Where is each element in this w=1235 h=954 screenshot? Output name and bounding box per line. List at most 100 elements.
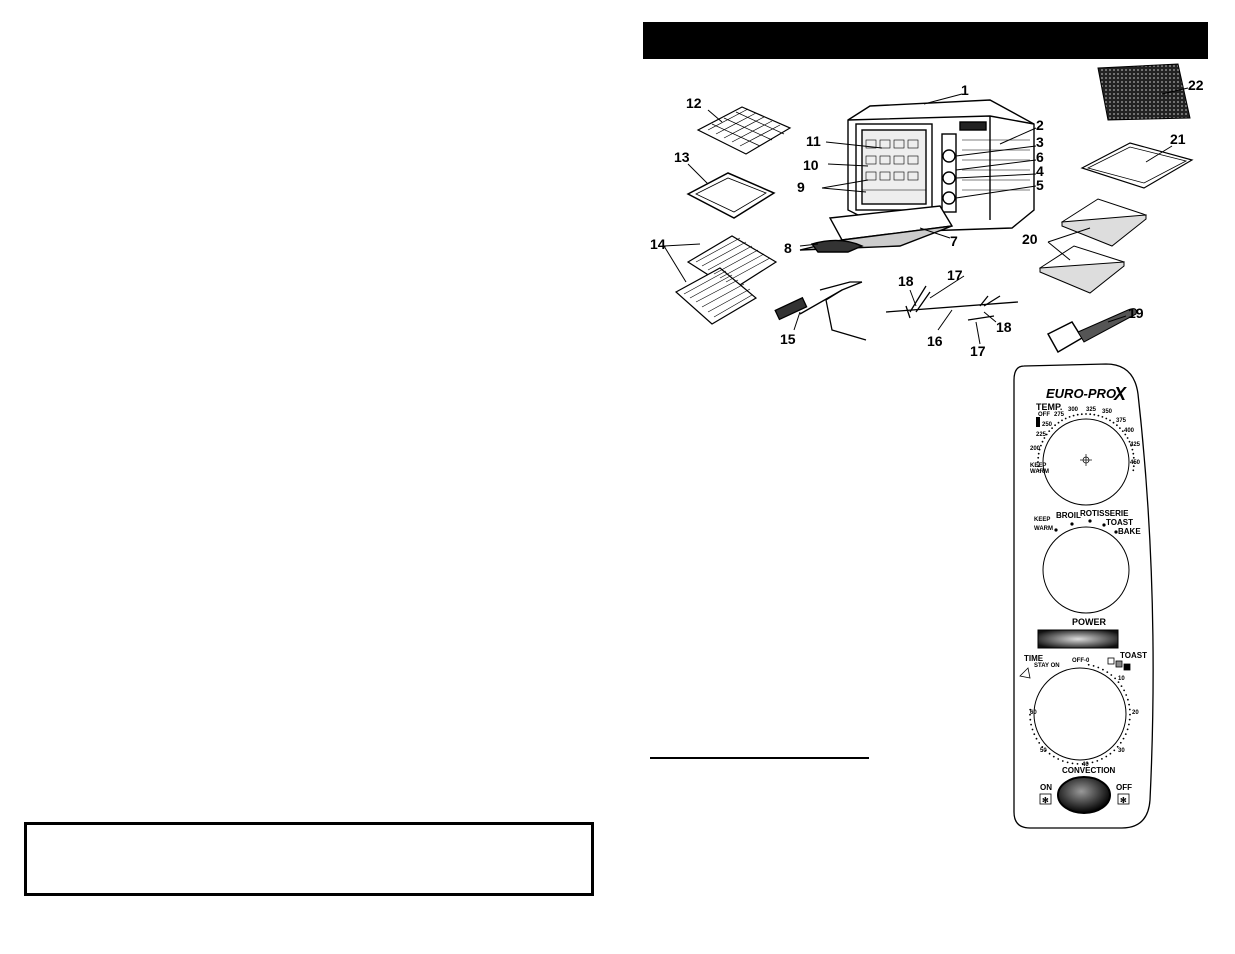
temp-scale-dot bbox=[1093, 413, 1096, 416]
temp-scale-dot bbox=[1037, 465, 1040, 468]
timer-scale-dot bbox=[1128, 708, 1131, 711]
timer-tick-40: 40 bbox=[1082, 762, 1089, 768]
timer-scale-dots bbox=[1029, 663, 1131, 765]
temp-scale-dot bbox=[1124, 433, 1127, 436]
temp-scale-dot bbox=[1061, 419, 1063, 422]
timer-scale-dot bbox=[1029, 708, 1032, 711]
timer-scale-dot bbox=[1106, 671, 1109, 673]
timer-scale-dot bbox=[1113, 749, 1116, 752]
pizza-stones bbox=[1038, 198, 1148, 294]
brand-logo: EURO-PRO bbox=[1046, 386, 1116, 401]
temp-scale-dot bbox=[1132, 452, 1135, 455]
callout-13: 13 bbox=[674, 149, 690, 165]
temp-scale-dot bbox=[1116, 424, 1118, 427]
timer-scale-dot bbox=[1033, 733, 1036, 736]
temp-tick-200: 200 bbox=[1030, 446, 1041, 452]
temp-scale-dot bbox=[1038, 448, 1041, 451]
temp-scale-dot bbox=[1054, 424, 1056, 427]
temp-tick-325: 325 bbox=[1086, 407, 1097, 413]
timer-scale-dot bbox=[1123, 689, 1125, 692]
timer-scale-dot bbox=[1048, 752, 1051, 755]
callout-10: 10 bbox=[803, 157, 819, 173]
callout-20: 20 bbox=[1022, 231, 1038, 247]
temp-scale-dot bbox=[1041, 440, 1044, 443]
timer-scale-dot bbox=[1086, 762, 1089, 765]
temp-tick-225: 225 bbox=[1036, 432, 1047, 438]
callout-18: 18 bbox=[898, 273, 914, 289]
timer-scale-dot bbox=[1114, 677, 1116, 680]
callout-1: 1 bbox=[961, 82, 969, 98]
dark-toast-icon bbox=[1123, 663, 1131, 671]
timer-scale-dot bbox=[1066, 761, 1069, 764]
timer-scale-dot bbox=[1128, 703, 1130, 706]
wire-racks bbox=[674, 235, 778, 325]
temp-tick-300: 300 bbox=[1068, 407, 1079, 413]
callout-18-lower: 18 bbox=[996, 319, 1012, 335]
rack-handle bbox=[774, 281, 867, 341]
timer-scale-dot bbox=[1116, 745, 1119, 748]
temp-scale-dot bbox=[1037, 461, 1039, 463]
temp-tick-keep: KEEP bbox=[1030, 463, 1046, 469]
temp-scale-dot bbox=[1121, 430, 1124, 432]
timer-scale-dot bbox=[1101, 758, 1103, 760]
function-knob[interactable] bbox=[1042, 526, 1130, 614]
callout-22: 22 bbox=[1188, 77, 1204, 93]
fan-on-icon bbox=[1039, 793, 1052, 805]
callout-21: 21 bbox=[1170, 131, 1186, 147]
function-warm: WARM bbox=[1034, 526, 1053, 532]
temp-scale-dot bbox=[1089, 413, 1092, 416]
callout-5: 5 bbox=[1036, 177, 1044, 193]
timer-scale-dot bbox=[1029, 718, 1032, 721]
function-keep: KEEP bbox=[1034, 517, 1050, 523]
temp-scale-dot bbox=[1130, 444, 1132, 447]
timer-scale-dot bbox=[1129, 713, 1131, 716]
timer-scale-dot bbox=[1071, 762, 1074, 765]
temp-scale-dot bbox=[1128, 440, 1131, 443]
timer-scale-dot bbox=[1122, 737, 1125, 740]
temp-scale-dot bbox=[1109, 419, 1111, 422]
function-rotisserie: ROTISSERIE bbox=[1080, 509, 1129, 518]
temp-scale-dot bbox=[1037, 469, 1040, 472]
timer-scale-dot bbox=[1052, 755, 1055, 758]
temp-scale-dot bbox=[1037, 456, 1040, 459]
temp-scale-dot bbox=[1132, 465, 1135, 468]
timer-scale-dot bbox=[1035, 737, 1038, 740]
temp-scale-dot bbox=[1072, 414, 1075, 417]
timer-scale-dot bbox=[1117, 681, 1120, 683]
baking-mesh-tray bbox=[1097, 63, 1191, 121]
temp-scale-dot bbox=[1076, 413, 1079, 416]
rotisserie-spit bbox=[885, 285, 1019, 321]
timer-scale-dot bbox=[1128, 723, 1130, 726]
temp-tick-250: 250 bbox=[1042, 422, 1053, 428]
temp-scale-dot bbox=[1105, 417, 1108, 420]
timer-scale-dot bbox=[1119, 741, 1122, 744]
temp-scale-dot bbox=[1040, 444, 1042, 447]
temp-tick-350: 350 bbox=[1102, 409, 1113, 415]
temp-tick-warm: WARM bbox=[1030, 469, 1049, 475]
convection-button[interactable] bbox=[1057, 776, 1111, 814]
temp-tick-400: 400 bbox=[1124, 428, 1135, 434]
callout-14: 14 bbox=[650, 236, 666, 252]
timer-scale-dot bbox=[1031, 728, 1034, 731]
temp-scale-dot bbox=[1126, 437, 1129, 439]
temp-label: TEMP. bbox=[1036, 402, 1062, 412]
timer-scale-dot bbox=[1126, 728, 1129, 731]
callout-17-lower: 17 bbox=[970, 343, 986, 359]
timer-scale-dot bbox=[1127, 698, 1129, 701]
temp-tick-375: 375 bbox=[1116, 418, 1127, 424]
timer-tick-50: 50 bbox=[1040, 748, 1047, 754]
timer-scale-dot bbox=[1030, 723, 1032, 726]
timer-tick-60: 60 bbox=[1030, 710, 1037, 716]
fan-off-glyph: ✻ bbox=[1120, 796, 1127, 805]
timer-knob[interactable] bbox=[1033, 667, 1127, 761]
section-header-bar bbox=[643, 22, 1208, 59]
control-panel: EURO-PRO X TEMP. OFF KEEP WARM 200 225 2… bbox=[1013, 363, 1154, 829]
callout-19: 19 bbox=[1128, 305, 1144, 321]
temperature-scale-dots bbox=[1037, 413, 1135, 472]
timer-scale-dot bbox=[1092, 665, 1095, 667]
stay-on-label: STAY ON bbox=[1034, 663, 1060, 669]
timer-scale-dot bbox=[1110, 674, 1113, 676]
temp-scale-dot bbox=[1057, 421, 1060, 424]
convection-off-label: OFF bbox=[1116, 783, 1132, 792]
